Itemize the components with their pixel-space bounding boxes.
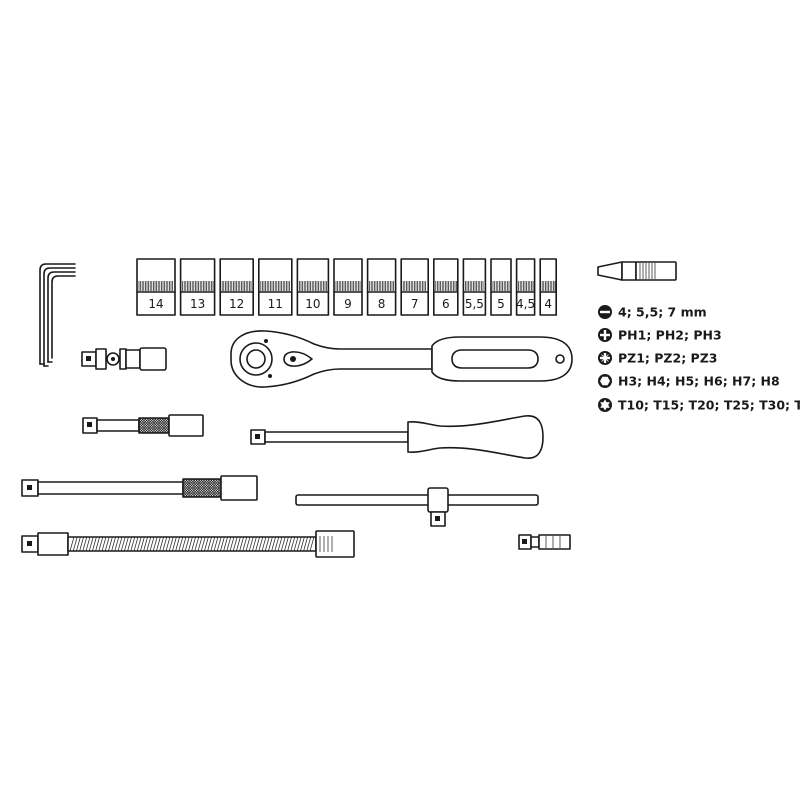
- screwdriver-handle: [250, 415, 544, 459]
- socket-size-label: 14: [148, 297, 163, 311]
- universal-joint: [81, 347, 167, 371]
- socket: 14: [136, 258, 176, 316]
- socket-size-label: 13: [190, 297, 205, 311]
- extension-bar-short: [82, 414, 204, 437]
- socket-size-label: 11: [268, 297, 283, 311]
- slotted-icon: [598, 305, 612, 319]
- socket: 13: [179, 258, 216, 316]
- bit-row-hex: H3; H4; H5; H6; H7; H8: [598, 374, 780, 389]
- pozidriv-icon: [598, 351, 612, 365]
- socket-size-label: 5,5: [465, 297, 484, 311]
- socket: 4,5: [515, 258, 536, 316]
- ratchet-handle: [230, 330, 573, 388]
- sliding-t-bar: [295, 487, 539, 527]
- socket-size-label: 10: [305, 297, 320, 311]
- spring-coils: [69, 536, 315, 552]
- socket: 11: [257, 258, 293, 316]
- knurl-texture: [182, 478, 222, 498]
- extension-bar-long: [21, 475, 258, 501]
- socket: 4: [539, 258, 558, 316]
- knurl-texture: [138, 417, 170, 434]
- bit-row-slotted: 4; 5,5; 7 mm: [598, 305, 707, 320]
- socket-size-label: 4,5: [516, 297, 535, 311]
- socket-size-label: 7: [411, 297, 419, 311]
- socket-size-label: 4: [544, 297, 552, 311]
- socket: 12: [219, 258, 254, 316]
- bit-set-label: 4; 5,5; 7 mm: [618, 305, 707, 320]
- socket-size-label: 9: [344, 297, 352, 311]
- socket-size-label: 6: [442, 297, 450, 311]
- bit-set-label: PH1; PH2; PH3: [618, 328, 722, 343]
- bit-row-phillips: PH1; PH2; PH3: [598, 328, 722, 343]
- hex-icon: [598, 374, 612, 388]
- socket-size-label: 8: [378, 297, 386, 311]
- socket-row: 14 13 12 11 10 9 8 7 6 5,5 5 4,5 4: [136, 258, 558, 316]
- socket: 7: [400, 258, 430, 316]
- bit-row-torx: T10; T15; T20; T25; T30; T40: [598, 398, 800, 413]
- socket: 10: [296, 258, 330, 316]
- flexible-extension: [21, 530, 355, 558]
- hex-key-set: [39, 263, 76, 367]
- bit-set-label: PZ1; PZ2; PZ3: [618, 351, 717, 366]
- socket-size-label: 12: [229, 297, 244, 311]
- bit-set-label: T10; T15; T20; T25; T30; T40: [618, 398, 800, 413]
- bit-adapter: [518, 534, 571, 550]
- socket-size-label: 5: [497, 297, 505, 311]
- phillips-icon: [598, 328, 612, 342]
- socket: 5,5: [462, 258, 487, 316]
- bit-set-list: 4; 5,5; 7 mm PH1; PH2; PH3 PZ1; PZ2; PZ3: [598, 305, 800, 413]
- socket: 6: [432, 258, 459, 316]
- socket: 9: [333, 258, 363, 316]
- torx-icon: [598, 398, 612, 412]
- socket: 8: [366, 258, 397, 316]
- screwdriver-bit: [597, 261, 677, 281]
- socket: 5: [490, 258, 512, 316]
- bit-set-label: H3; H4; H5; H6; H7; H8: [618, 374, 780, 389]
- bit-row-pozidriv: PZ1; PZ2; PZ3: [598, 351, 717, 366]
